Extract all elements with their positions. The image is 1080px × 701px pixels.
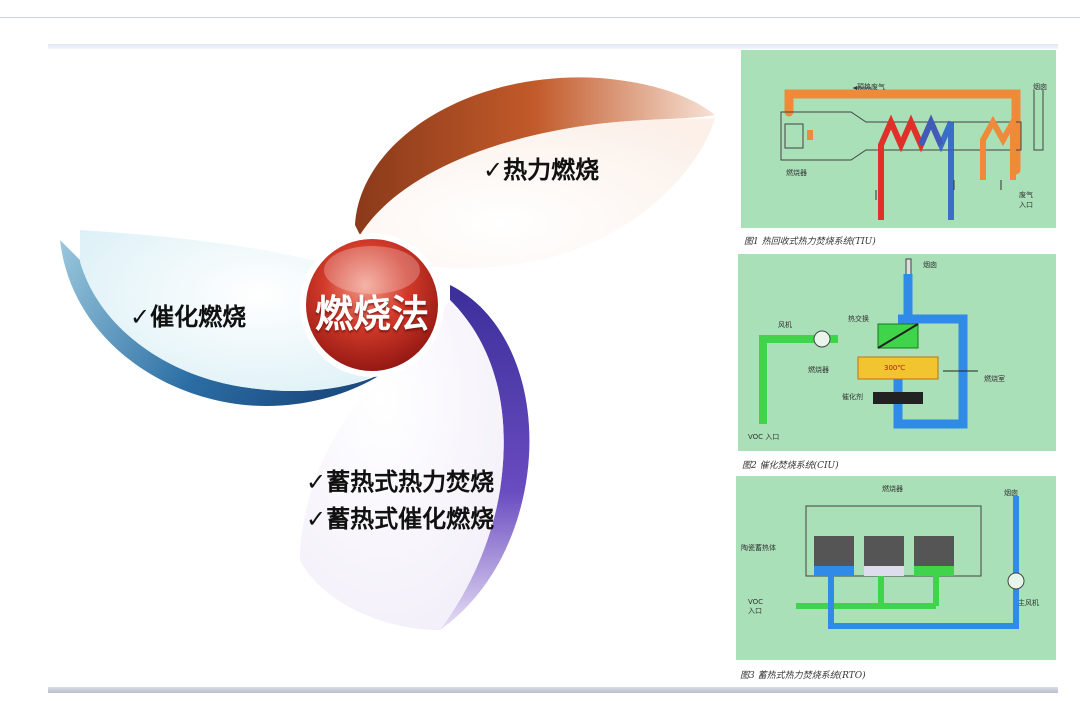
rto-label-voc-in: VOC 入口	[748, 598, 764, 615]
ciu-label-burner: 燃烧器	[808, 366, 829, 374]
rto-schematic	[796, 496, 1025, 629]
rto-label-stack: 烟囱	[1004, 489, 1018, 497]
slide-bottom-bar	[48, 687, 1058, 693]
figure-rto: 燃烧器 烟囱 陶瓷蓄热体 VOC 入口 主风机	[736, 476, 1056, 660]
caption-rto: 图3 蓄热式热力焚烧系统(RTO)	[740, 671, 866, 681]
top-divider	[0, 17, 1080, 18]
tiu-label-preheat: 预热废气	[857, 83, 885, 91]
ciu-schematic	[759, 258, 978, 429]
catalytic-swirl-fill	[80, 230, 380, 392]
method-rco: ✓蓄热式催化燃烧	[306, 505, 495, 533]
regenerative-swirl-fill	[300, 300, 504, 630]
method-rto: ✓蓄热式热力焚烧	[306, 468, 495, 496]
method-thermal: ✓热力燃烧	[483, 156, 600, 184]
thermal-swirl-arm	[355, 77, 715, 235]
method-catalytic: ✓催化燃烧	[130, 303, 247, 331]
figure-ciu: 烟囱 风机 热交换 燃烧器 300℃ 燃烧室 催化剂 VOC 入口	[738, 254, 1056, 451]
caption-tiu: 图1 热回收式热力焚烧系统(TIU)	[744, 237, 876, 247]
ciu-label-voc-in: VOC 入口	[748, 433, 780, 441]
tiu-label-exhaust-in: 废气 入口	[1019, 191, 1033, 209]
ciu-label-hx: 热交换	[848, 315, 869, 323]
caption-ciu: 图2 催化焚烧系统(CIU)	[742, 461, 839, 471]
ciu-label-fan: 风机	[778, 321, 792, 329]
tiu-schematic	[780, 86, 1044, 220]
rto-label-burner: 燃烧器	[882, 485, 903, 493]
tiu-label-stack: 烟囱	[1033, 83, 1047, 91]
ciu-label-chamber: 燃烧室	[984, 375, 1005, 383]
ciu-label-catalyst: 催化剂	[842, 393, 863, 401]
rto-label-ceramic: 陶瓷蓄热体	[741, 544, 776, 552]
rto-label-main-fan: 主风机	[1018, 599, 1039, 607]
center-highlight	[324, 246, 420, 294]
ciu-label-stack: 烟囱	[923, 261, 937, 269]
catalytic-swirl-arm	[60, 240, 385, 406]
regenerative-swirl-arm	[440, 285, 530, 630]
figure-tiu: 预热废气 烟囱 燃烧器 废气 入口	[741, 50, 1056, 228]
tiu-label-burner: 燃烧器	[786, 169, 807, 177]
thermal-swirl-fill	[360, 118, 715, 268]
ciu-label-temp: 300℃	[884, 364, 906, 372]
slide-top-bar	[48, 44, 1058, 49]
center-ball	[306, 239, 438, 371]
center-label: 燃烧法	[314, 292, 429, 336]
